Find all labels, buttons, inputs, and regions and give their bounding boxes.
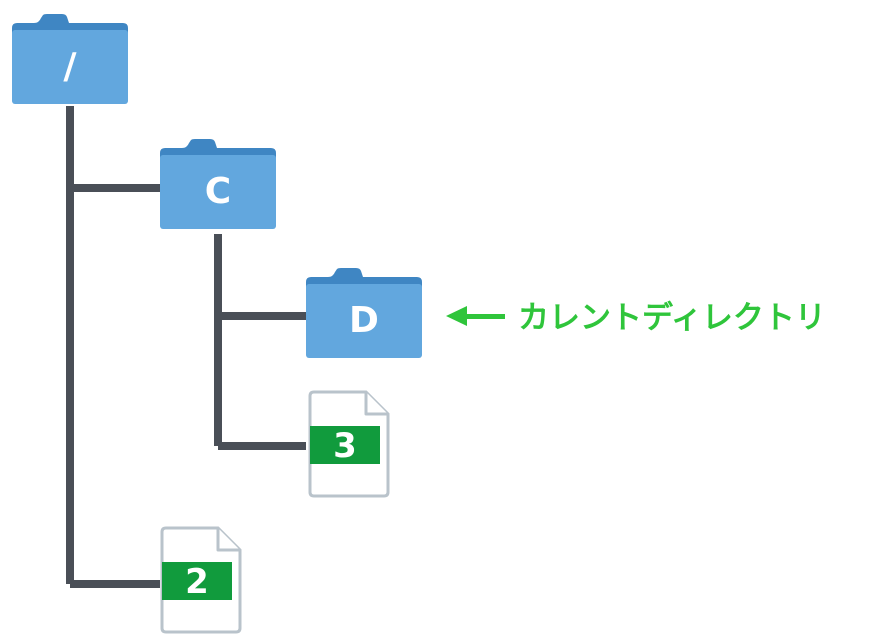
file-3-corner-fold [364,392,388,416]
folder-root-front [12,30,128,104]
folder-d-front [306,284,422,358]
current-directory-callout: カレントディレクトリ [446,300,826,336]
current-directory-arrow-shaft [462,314,505,319]
file-3[interactable]: 3 [308,390,390,498]
file-2[interactable]: 2 [160,526,242,634]
folder-d[interactable]: D [306,268,422,358]
current-directory-arrow [446,306,467,326]
file-2-corner-fold [216,528,240,552]
folder-c-front [160,155,276,229]
folder-root-label: / [63,46,77,87]
folder-c-label: C [205,171,231,212]
folder-root[interactable]: / [12,14,128,104]
file-3-band [310,426,380,464]
current-directory-label: カレントディレクトリ [518,300,826,336]
folder-d-label: D [349,300,379,341]
file-2-label: 2 [185,562,209,602]
folder-c[interactable]: C [160,139,276,229]
file-2-band [162,562,232,600]
tree-connectors [66,106,306,588]
file-3-label: 3 [333,426,357,466]
